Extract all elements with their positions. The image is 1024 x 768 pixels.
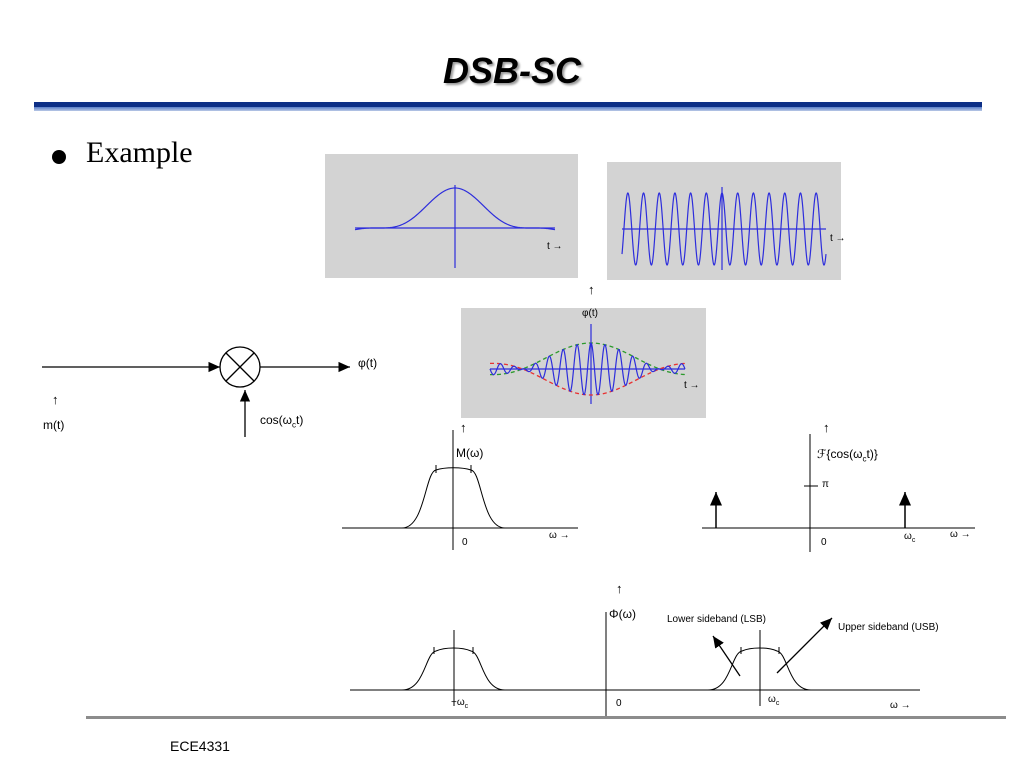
usb-pointer — [776, 617, 833, 674]
modulated-label: φ(t) — [582, 308, 598, 319]
dsb-spectrum-axis: ω → — [890, 700, 911, 711]
lsb-label: Lower sideband (LSB) — [667, 614, 766, 625]
message-spectrum-label: M(ω) — [456, 446, 484, 460]
message-spectrum-up-arrow: ↑ — [460, 420, 467, 435]
carrier-spectrum-label: ℱ{cos(ωct)} — [817, 447, 878, 464]
modulated-up-arrow: ↑ — [588, 282, 595, 297]
carrier-spectrum — [702, 434, 975, 552]
carrier-axis-label: t → — [830, 233, 846, 244]
carrier-spectrum-pi: π — [822, 479, 829, 490]
carrier-panel — [607, 162, 841, 280]
block-diagram — [42, 346, 350, 437]
modulated-waveform — [489, 342, 686, 396]
output-label: φ(t) — [358, 356, 378, 370]
lsb-pointer — [712, 635, 741, 677]
message-spectrum-axis: ω → — [549, 530, 570, 541]
carrier-spectrum-zero: 0 — [821, 537, 827, 548]
modulated-plot — [489, 324, 686, 404]
input-up-arrow: ↑ — [52, 392, 59, 407]
dsb-spectrum-wc: ωc — [768, 694, 780, 707]
modulated-axis-label: t → — [684, 380, 700, 391]
message-waveform — [354, 187, 556, 231]
footer-rule — [86, 716, 1006, 719]
footer-text: ECE4331 — [170, 738, 230, 754]
message-plot — [354, 185, 556, 268]
title-rule-light — [34, 107, 982, 111]
bullet-text: Example — [86, 136, 193, 169]
dsb-spectrum — [350, 612, 920, 716]
carrier-plot — [621, 187, 827, 270]
usb-label: Upper sideband (USB) — [838, 622, 939, 633]
slide-title: DSB-SC — [442, 50, 581, 91]
carrier-spectrum-wc: ωc — [904, 531, 916, 544]
carrier-input-label: cos(ωct) — [260, 413, 304, 430]
message-axis-label: t → — [547, 241, 563, 252]
dsb-spectrum-neg-wc: −ωc — [451, 697, 469, 710]
carrier-spectrum-axis: ω → — [950, 529, 971, 540]
message-spectrum — [342, 430, 578, 550]
carrier-waveform — [621, 192, 827, 266]
carrier-spectrum-up-arrow: ↑ — [823, 420, 830, 435]
dsb-spectrum-zero: 0 — [616, 698, 622, 709]
message-spectrum-zero: 0 — [462, 537, 468, 548]
bullet-icon — [52, 150, 66, 164]
message-panel — [325, 154, 578, 278]
title-rule — [34, 102, 982, 107]
modulated-panel — [461, 308, 706, 418]
dsb-spectrum-label: Φ(ω) — [609, 607, 636, 621]
input-label: m(t) — [43, 418, 65, 432]
dsb-spectrum-up-arrow: ↑ — [616, 581, 623, 596]
